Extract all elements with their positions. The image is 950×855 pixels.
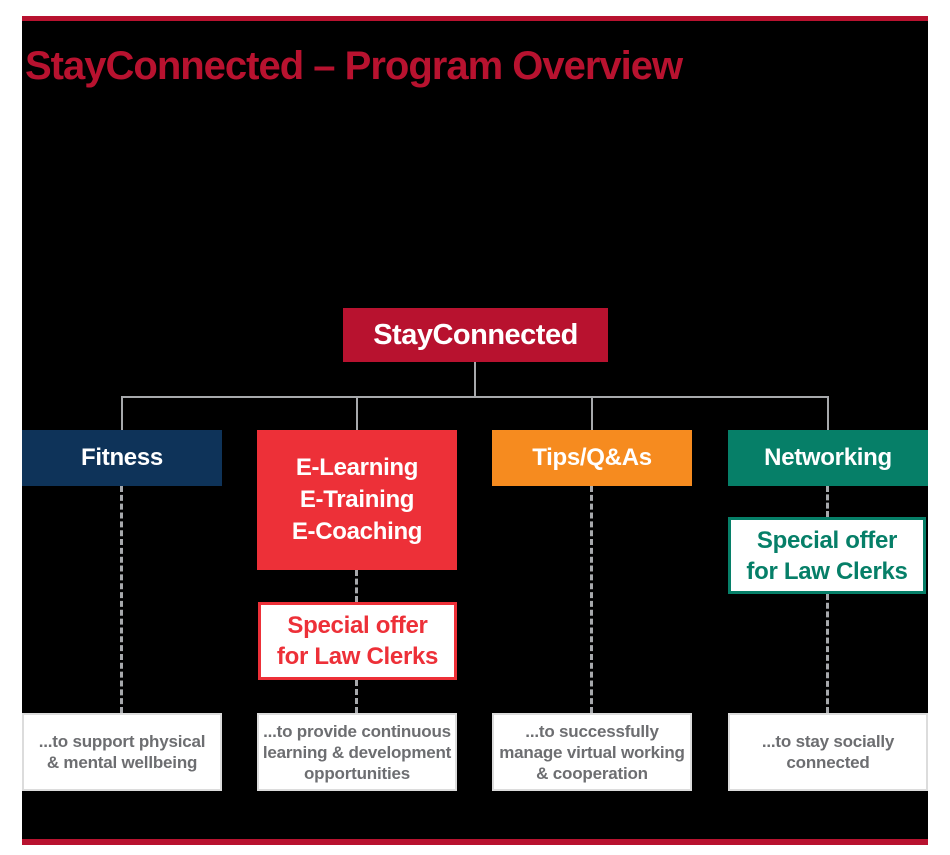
dashed-line-elearning-lower [355,680,358,713]
description-line: & mental wellbeing [46,753,198,772]
description-line: connected [786,753,870,772]
special-offer-networking: Special offer for Law Clerks [728,517,926,594]
branch-label: Networking [764,444,892,471]
connector-horizontal [121,396,829,398]
connector-root-vertical [474,362,476,397]
branch-node-tips-qas: Tips/Q&As [492,430,692,486]
description-box-fitness: ...to support physical & mental wellbein… [22,713,222,791]
special-offer-elearning: Special offer for Law Clerks [258,602,457,680]
description-box-elearning: ...to provide continuous learning & deve… [257,713,457,791]
branch-label: Fitness [81,444,163,471]
description-line: ...to stay socially [761,732,895,751]
special-offer-line: Special offer [287,612,428,639]
special-offer-line: Special offer [756,526,898,554]
connector-drop-networking [827,396,829,431]
connector-drop-elearning [356,396,358,431]
dashed-line-networking-upper [826,486,829,517]
branch-label-line: E-Training [299,486,415,513]
description-line: ...to successfully [525,721,659,741]
branch-label-line: E-Learning [295,454,419,481]
branch-node-networking: Networking [728,430,928,486]
description-line: manage virtual working [499,742,685,762]
dashed-line-networking-lower [826,594,829,713]
description-line: learning & development [262,742,452,762]
page-title: StayConnected – Program Overview [25,44,683,88]
branch-label-line: E-Coaching [291,518,423,545]
root-node-stayconnected: StayConnected [343,308,608,362]
bottom-accent-bar [22,839,928,845]
dashed-line-fitness [120,486,123,713]
root-node-label: StayConnected [373,318,578,351]
top-accent-bar [22,16,928,21]
special-offer-line: for Law Clerks [276,643,439,670]
special-offer-line: for Law Clerks [746,557,908,585]
branch-label: Tips/Q&As [532,444,652,471]
connector-drop-fitness [121,396,123,431]
description-line: ...to provide continuous [263,721,451,741]
description-line: & cooperation [536,763,648,783]
dashed-line-tips [590,486,593,713]
description-line: opportunities [304,763,410,783]
connector-drop-tips [591,396,593,431]
dashed-line-elearning-upper [355,570,358,602]
description-box-tips: ...to successfully manage virtual workin… [492,713,692,791]
branch-node-fitness: Fitness [22,430,222,486]
description-box-networking: ...to stay socially connected [728,713,928,791]
branch-node-elearning: E-Learning E-Training E-Coaching [257,430,457,570]
description-line: ...to support physical [38,732,206,751]
